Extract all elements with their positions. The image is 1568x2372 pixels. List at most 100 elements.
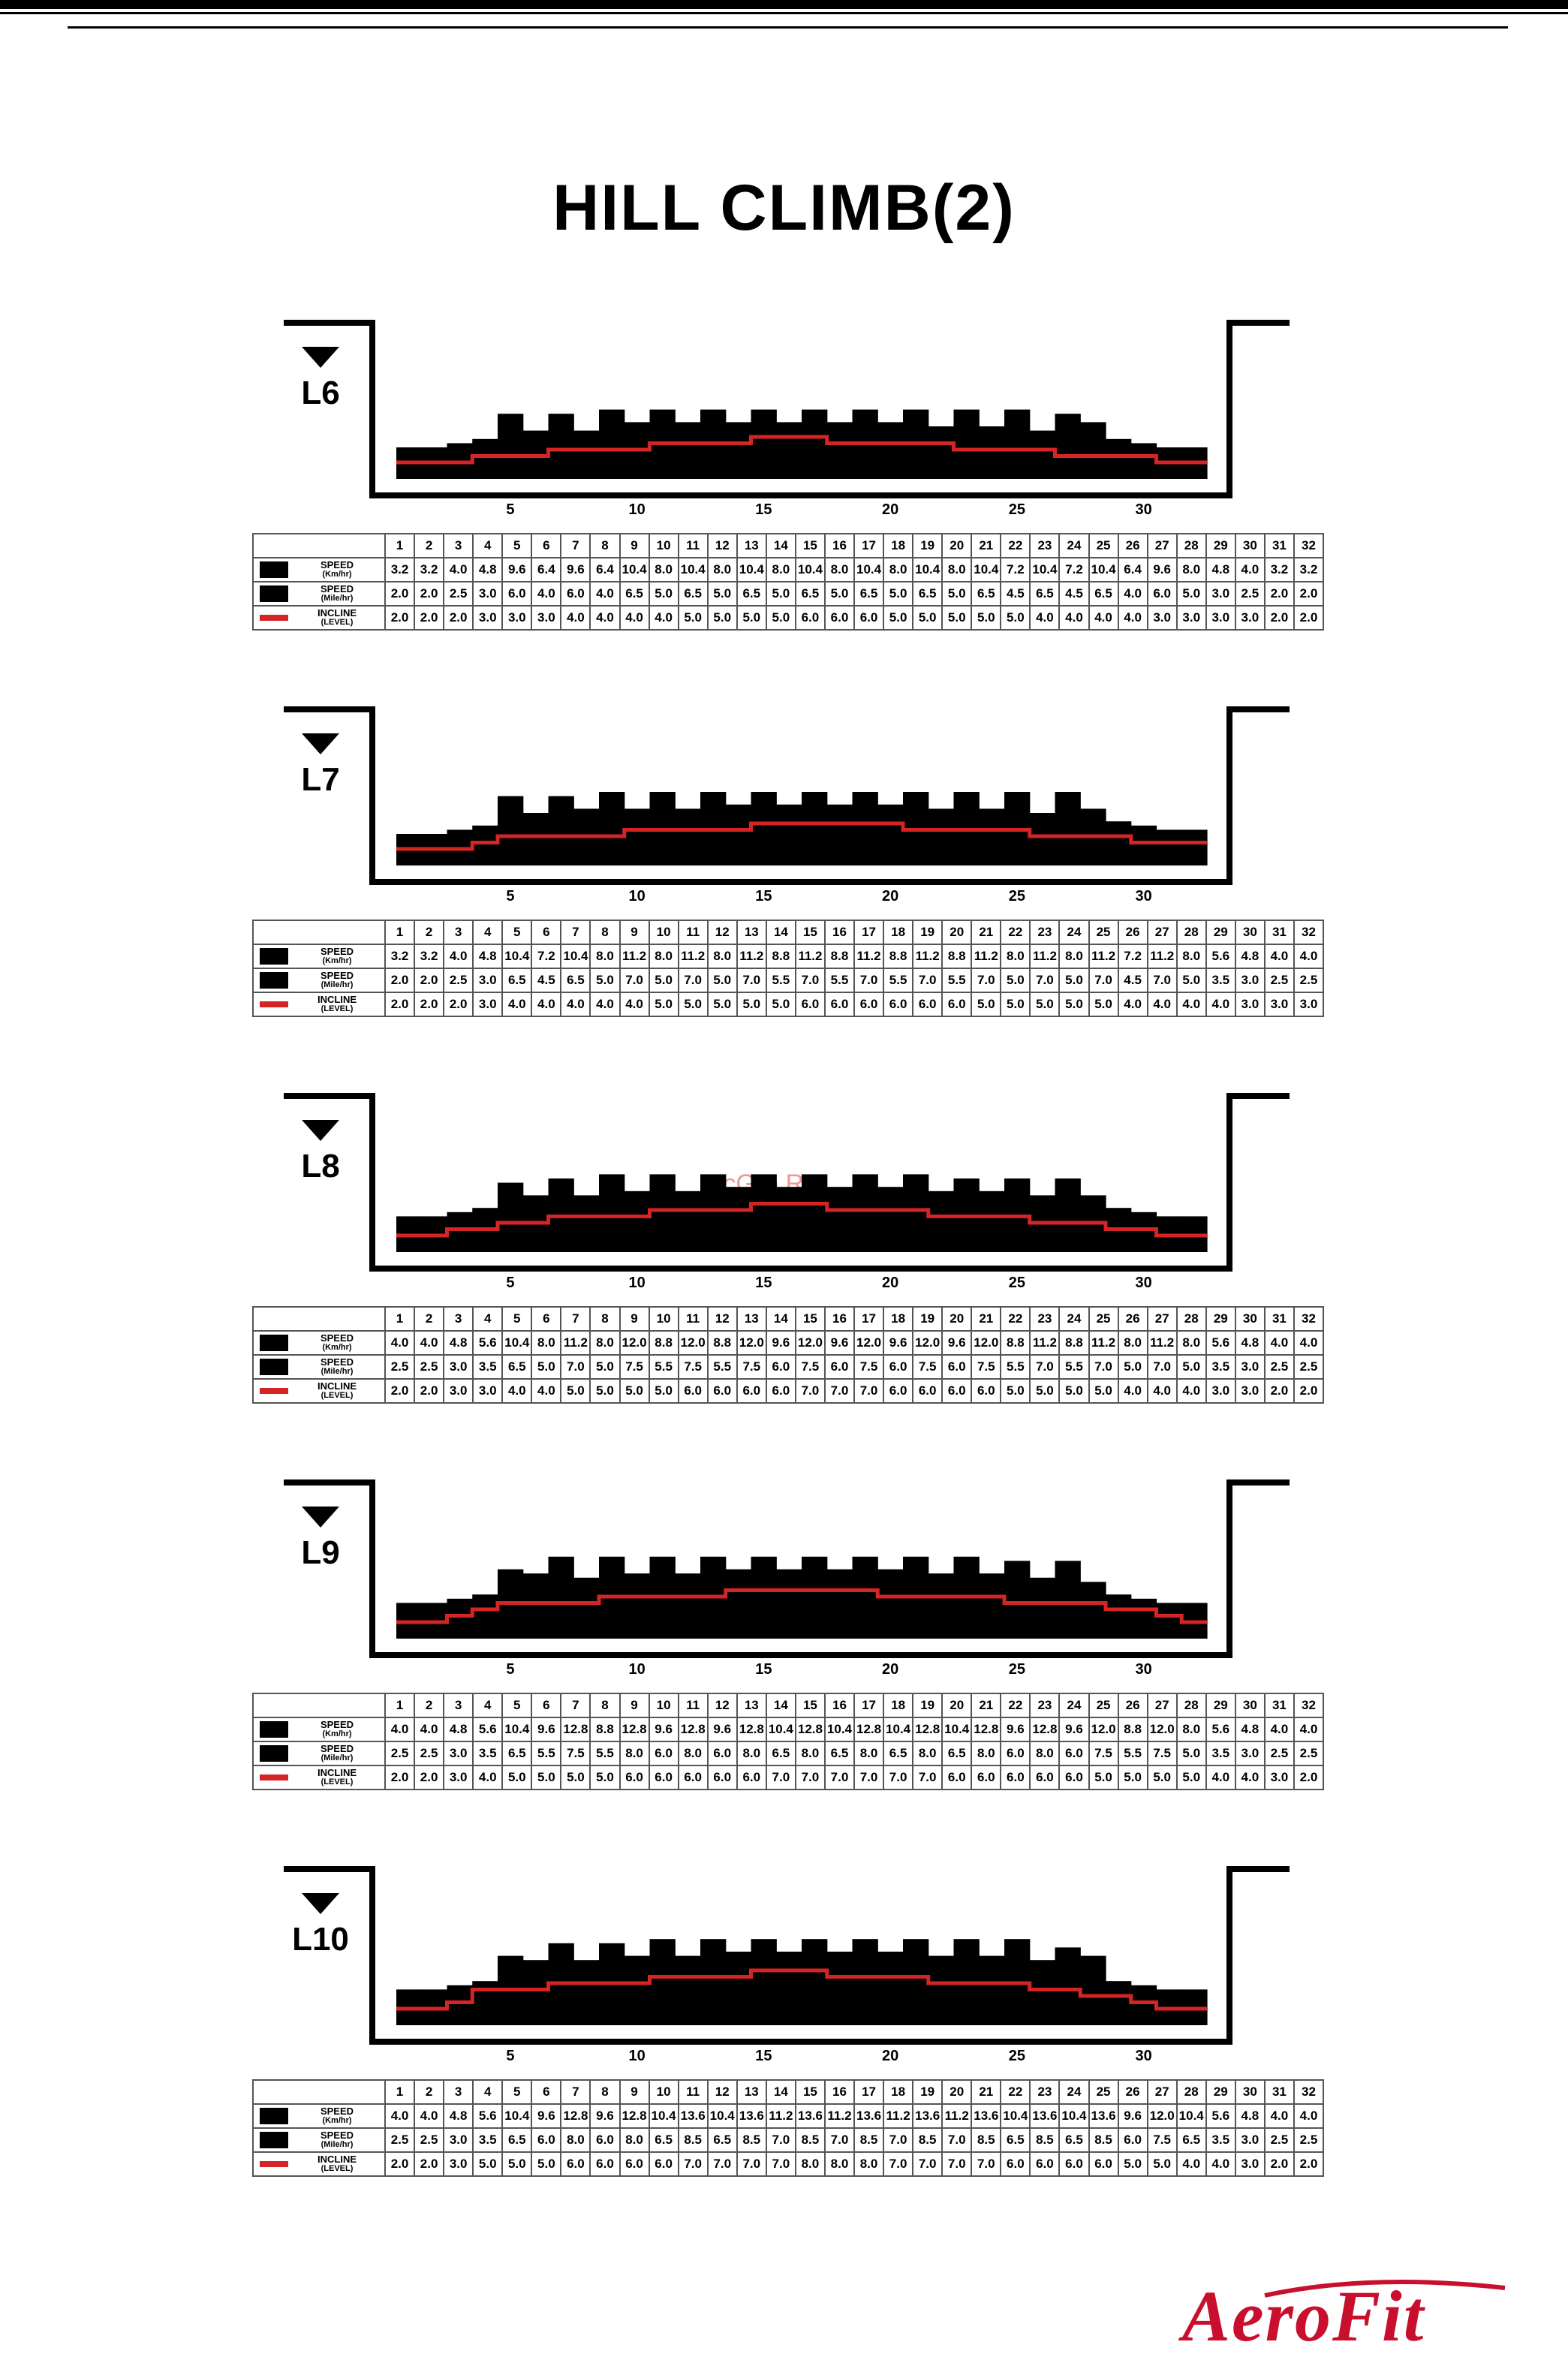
speed-bar (548, 414, 574, 479)
value-cell: 4.0 (1293, 944, 1325, 969)
value-cell: 12.8 (618, 1717, 650, 1742)
value-cell: 7.5 (560, 1741, 591, 1766)
segment-number: 19 (912, 533, 944, 558)
incline-line (396, 435, 1207, 465)
value-cell: 4.8 (443, 1717, 474, 1742)
speed-swatch (260, 585, 288, 602)
speed-bar (979, 1191, 1005, 1252)
segment-number: 29 (1205, 533, 1236, 558)
value-cell: 4.0 (648, 605, 679, 631)
legend-cell-incline: INCLINE(LEVEL) (252, 1765, 386, 1790)
value-cell: 5.5 (883, 968, 914, 993)
value-cell: 6.4 (589, 557, 621, 582)
value-cell: 5.0 (1000, 605, 1031, 631)
value-cell: 4.0 (589, 992, 621, 1017)
speed-bar (751, 1939, 777, 2025)
speed-bar (802, 1939, 828, 2025)
value-cell: 4.0 (1205, 992, 1236, 1017)
segment-number: 25 (1088, 2079, 1119, 2105)
value-cell: 6.5 (618, 581, 650, 607)
speed-bar (877, 1569, 904, 1639)
segment-number: 6 (531, 920, 562, 945)
level-label: L7 (301, 761, 339, 798)
value-cell: 4.0 (414, 2103, 445, 2129)
value-cell: 8.8 (1000, 1330, 1031, 1356)
value-cell: 2.0 (414, 968, 445, 993)
value-cell: 8.0 (1175, 944, 1207, 969)
value-cell: 6.0 (736, 1765, 767, 1790)
axis-tick-label: 15 (755, 888, 772, 905)
value-cell: 6.0 (677, 1765, 709, 1790)
segment-number: 29 (1205, 1693, 1236, 1718)
value-cell: 10.4 (823, 1717, 856, 1742)
profile-frame (284, 1093, 1290, 1272)
value-cell: 5.0 (1058, 1378, 1090, 1404)
value-cell: 6.5 (648, 2127, 679, 2153)
segment-number: 19 (912, 2079, 944, 2105)
value-cell: 11.2 (1029, 944, 1061, 969)
segment-number: 9 (618, 2079, 650, 2105)
value-cell: 5.0 (912, 605, 944, 631)
speed-bar (903, 1174, 929, 1252)
value-cell: 6.5 (501, 1741, 533, 1766)
segment-number: 15 (794, 2079, 826, 2105)
value-cell: 10.4 (883, 1717, 914, 1742)
speed-bar (776, 1952, 802, 2025)
value-cell: 4.8 (1205, 557, 1236, 582)
segment-number: 4 (472, 2079, 504, 2105)
value-cell: 11.2 (1029, 1330, 1061, 1356)
speed-bar (1055, 414, 1081, 479)
speed-bar (624, 808, 651, 865)
segment-number: 22 (1000, 1693, 1031, 1718)
segment-number: 24 (1058, 2079, 1090, 2105)
value-cell: 11.2 (941, 2103, 973, 2129)
segment-number: 25 (1088, 920, 1119, 945)
value-cell: 2.0 (384, 968, 416, 993)
value-cell: 8.0 (648, 557, 679, 582)
segment-number: 21 (971, 2079, 1002, 2105)
value-cell: 8.0 (912, 1741, 944, 1766)
value-cell: 5.0 (1088, 1765, 1119, 1790)
value-cell: 4.0 (1058, 605, 1090, 631)
value-cell: 6.0 (883, 1354, 914, 1380)
segment-number: 26 (1117, 920, 1148, 945)
level-label: L8 (301, 1148, 339, 1184)
value-cell: 4.0 (1088, 605, 1119, 631)
incline-swatch (260, 1388, 288, 1394)
value-cell: 7.5 (853, 1354, 885, 1380)
value-cell: 6.0 (589, 2127, 621, 2153)
value-cell: 8.0 (589, 944, 621, 969)
segment-number: 10 (648, 2079, 679, 2105)
value-cell: 5.0 (531, 1765, 562, 1790)
value-cell: 9.6 (1000, 1717, 1031, 1742)
speed-bar (1106, 438, 1132, 479)
value-cell: 4.0 (1175, 1378, 1207, 1404)
legend-cell-speed_kmh: SPEED(Km/hr) (252, 1330, 386, 1356)
segment-number: 13 (736, 1693, 767, 1718)
segment-number: 1 (384, 1306, 416, 1332)
value-cell: 11.2 (677, 944, 709, 969)
value-cell: 12.8 (677, 1717, 709, 1742)
value-cell: 12.0 (853, 1330, 885, 1356)
speed-swatch (260, 561, 288, 578)
value-cell: 2.5 (443, 968, 474, 993)
segment-number: 28 (1175, 1693, 1207, 1718)
value-cell: 10.4 (971, 557, 1002, 582)
segment-number: 22 (1000, 2079, 1031, 2105)
segment-number: 24 (1058, 1693, 1090, 1718)
speed-bar (852, 1939, 878, 2025)
axis-tick-label: 10 (629, 1661, 646, 1678)
segment-number: 22 (1000, 920, 1031, 945)
value-cell: 2.5 (414, 2127, 445, 2153)
speed-bar (751, 792, 777, 865)
speed-bar (852, 1556, 878, 1639)
speed-bar (624, 1955, 651, 2025)
